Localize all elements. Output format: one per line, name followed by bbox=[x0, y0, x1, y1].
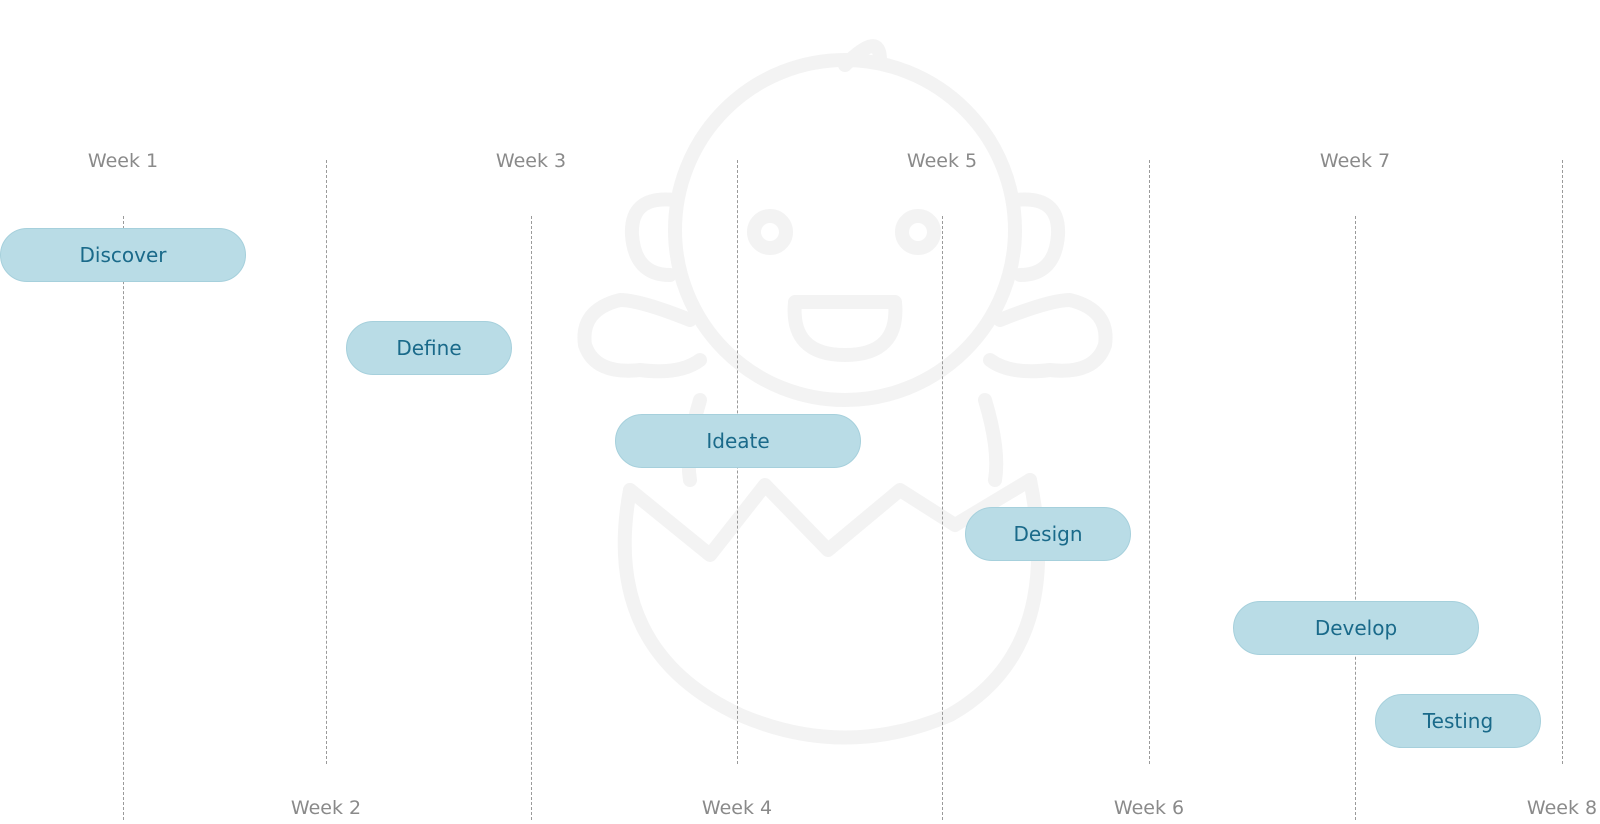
phase-discover: Discover bbox=[0, 228, 246, 282]
phase-develop: Develop bbox=[1233, 601, 1479, 655]
week-label-7: Week 7 bbox=[1319, 150, 1391, 172]
gridline-week-6 bbox=[1149, 160, 1150, 764]
phase-define: Define bbox=[346, 321, 512, 375]
gridline-week-2 bbox=[326, 160, 327, 764]
week-label-6: Week 6 bbox=[1113, 797, 1185, 819]
week-label-4: Week 4 bbox=[701, 797, 773, 819]
gridline-week-3 bbox=[531, 216, 532, 820]
gridline-week-7 bbox=[1355, 216, 1356, 820]
phase-design: Design bbox=[965, 507, 1131, 561]
week-label-1: Week 1 bbox=[87, 150, 159, 172]
week-label-3: Week 3 bbox=[495, 150, 567, 172]
gridline-week-8 bbox=[1562, 160, 1563, 764]
week-label-2: Week 2 bbox=[290, 797, 362, 819]
gridline-week-5 bbox=[942, 216, 943, 820]
week-label-8: Week 8 bbox=[1526, 797, 1598, 819]
phase-ideate: Ideate bbox=[615, 414, 861, 468]
phase-testing: Testing bbox=[1375, 694, 1541, 748]
week-label-5: Week 5 bbox=[906, 150, 978, 172]
gridline-week-1 bbox=[123, 216, 124, 820]
